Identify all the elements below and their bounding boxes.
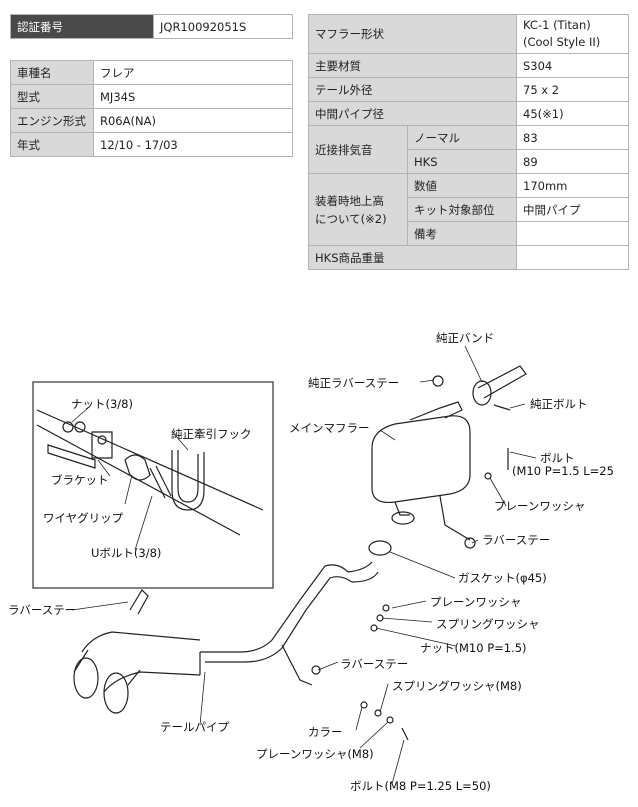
label-main-muffler: メインマフラー <box>289 421 370 435</box>
lower-hanger-drawing <box>281 644 313 686</box>
vehicle-row: 型式 MJ34S <box>10 84 293 109</box>
bolt-m8-drawing <box>401 727 409 741</box>
tow-hook-drawing <box>171 450 205 511</box>
label-bracket: ブラケット <box>51 473 109 487</box>
ground-clearance-label: 装着時地上高 について(※2) <box>308 173 408 246</box>
label-bolt-m8: ボルト(M8 P=1.25 L=50) <box>350 779 491 793</box>
note-value <box>516 221 629 246</box>
wire-grip-drawing <box>124 454 151 481</box>
mid-pipe-label: 中間パイプ径 <box>308 101 517 126</box>
label-oem-band: 純正バンド <box>436 331 495 345</box>
label-spring-washer-m8: スプリングワッシャ(M8) <box>392 679 522 693</box>
vehicle-label: 型式 <box>10 84 94 109</box>
label-bolt-spec: (M10 P=1.5 L=25 <box>512 464 614 478</box>
washer-drawing <box>382 604 390 612</box>
tail-pipe-drawing <box>81 631 201 653</box>
hks-value: 89 <box>516 149 629 174</box>
label-tow-hook: 純正牽引フック <box>171 427 252 441</box>
vehicle-row: エンジン形式 R06A(NA) <box>10 108 293 133</box>
label-tail-pipe: テールパイプ <box>160 720 229 734</box>
vehicle-value: 12/10 - 17/03 <box>93 132 293 157</box>
muffler-type-label: マフラー形状 <box>308 14 517 54</box>
middle-pipe-drawing <box>200 564 349 653</box>
spec-table: マフラー形状 KC-1 (Titan) (Cool Style II) 主要材質… <box>308 14 629 270</box>
value-value: 170mm <box>516 173 629 198</box>
normal-label: ノーマル <box>407 125 517 150</box>
kit-part-label: キット対象部位 <box>407 197 517 222</box>
ground-label-line1: 装着時地上高 <box>315 193 384 208</box>
vehicle-value: フレア <box>93 60 293 85</box>
vehicle-label: 年式 <box>10 132 94 157</box>
oem-bolt-drawing <box>493 404 511 411</box>
label-plain-washer-2: プレーンワッシャ <box>430 595 522 609</box>
gasket-drawing <box>368 540 392 556</box>
oem-pipe-drawing <box>477 365 527 399</box>
weight-label: HKS商品重量 <box>308 245 517 270</box>
ground-label-line2: について(※2) <box>315 211 387 226</box>
inset-frame <box>32 381 274 589</box>
label-rubber-stay-1: ラバーステー <box>482 533 551 547</box>
vehicle-row: 年式 12/10 - 17/03 <box>10 132 293 157</box>
oem-band-drawing <box>472 380 492 406</box>
nut-drawing <box>62 421 74 433</box>
label-plain-washer-1: プレーンワッシャ <box>494 499 586 513</box>
rubber-stay-left-drawing <box>129 589 149 615</box>
label-nut-m10: ナット(M10 P=1.5) <box>420 641 527 655</box>
cert-label: 認証番号 <box>10 14 154 39</box>
exhaust-drawing <box>32 345 537 785</box>
tail-value: 75 x 2 <box>516 77 629 102</box>
material-label: 主要材質 <box>308 53 517 78</box>
label-oem-bolt: 純正ボルト <box>530 397 588 411</box>
label-wire-grip: ワイヤグリップ <box>43 511 124 525</box>
label-rubber-stay-left: ラバーステー <box>8 603 77 617</box>
material-value: S304 <box>516 53 629 78</box>
hks-label: HKS <box>407 149 517 174</box>
bracket-drawing <box>47 431 113 469</box>
certification-table: 認証番号 JQR10092051S <box>10 14 293 39</box>
weight-value <box>516 245 629 270</box>
label-plain-washer-m8: プレーンワッシャ(M8) <box>256 747 374 761</box>
mid-pipe-value: 45(※1) <box>516 101 629 126</box>
label-oem-rubber-stay: 純正ラバーステー <box>308 376 400 390</box>
vehicle-label: 車種名 <box>10 60 94 85</box>
label-collar: カラー <box>308 725 343 739</box>
label-u-bolt: Uボルト(3/8) <box>91 546 162 560</box>
value-label: 数値 <box>407 173 517 198</box>
vehicle-label: エンジン形式 <box>10 108 94 133</box>
label-nut-38: ナット(3/8) <box>71 397 133 411</box>
label-spring-washer-1: スプリングワッシャ <box>436 617 540 631</box>
label-gasket: ガスケット(φ45) <box>458 571 547 585</box>
muffler-type-value-line2: (Cool Style II) <box>523 35 601 49</box>
label-bolt: ボルト <box>540 451 575 465</box>
oem-rubber-stay-drawing <box>432 375 444 387</box>
tail-label: テール外径 <box>308 77 517 102</box>
note-label: 備考 <box>407 221 517 246</box>
vehicle-table: 車種名 フレア 型式 MJ34S エンジン形式 R06A(NA) 年式 12/1… <box>10 60 293 157</box>
exploded-diagram: ナット(3/8) 純正牽引フック ブラケット ワイヤグリップ Uボルト(3/8)… <box>0 300 638 803</box>
vehicle-value: R06A(NA) <box>93 108 293 133</box>
muffler-type-value-line1: KC-1 (Titan) <box>523 18 591 32</box>
kit-part-value: 中間パイプ <box>516 197 629 222</box>
label-rubber-stay-2: ラバーステー <box>340 657 409 671</box>
exhaust-label: 近接排気音 <box>308 125 408 174</box>
cert-value: JQR10092051S <box>153 14 293 39</box>
tail-tip-drawing <box>73 657 99 699</box>
vehicle-row: 車種名 フレア <box>10 60 293 85</box>
collar-drawing <box>360 701 368 709</box>
normal-value: 83 <box>516 125 629 150</box>
leader-lines <box>71 345 537 785</box>
main-muffler-drawing <box>371 415 471 504</box>
vehicle-value: MJ34S <box>93 84 293 109</box>
muffler-type-value: KC-1 (Titan) (Cool Style II) <box>516 14 629 54</box>
